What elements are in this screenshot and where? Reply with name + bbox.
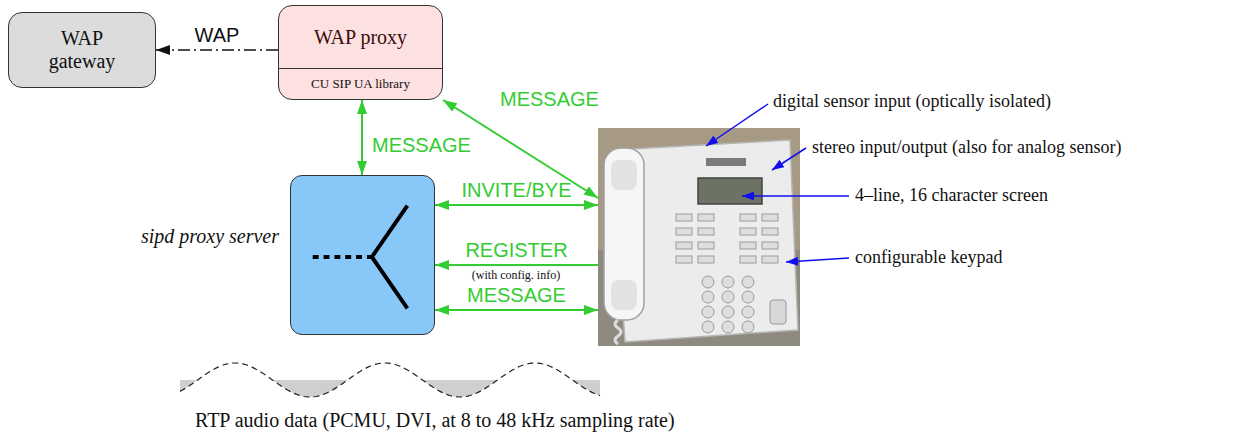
callout-text: stereo input/output (also for analog sen… [812, 137, 1121, 158]
proxy-server-box: sipd proxy server [290, 175, 435, 335]
callout-text: 4–line, 16 character screen [855, 185, 1048, 206]
callout-leaders [706, 104, 849, 262]
message-arrow [156, 49, 278, 50]
edge-label: INVITE/BYE [461, 179, 571, 202]
message-arrow [435, 264, 598, 266]
edge-label: MESSAGE [467, 284, 566, 307]
edge-label: WAP [195, 24, 240, 47]
edge-label: REGISTER [465, 239, 567, 262]
phone-picture [598, 128, 800, 346]
edge-label: MESSAGE [372, 134, 471, 157]
node-text: CU SIP UA library [311, 76, 410, 92]
register-note: (with config. info) [472, 268, 560, 283]
message-arrow [435, 204, 598, 206]
proxy-section: CU SIP UA library [279, 68, 442, 99]
phone-device [598, 128, 800, 346]
node-text: WAP gateway [32, 27, 132, 73]
proxy-section: WAP proxy [279, 6, 442, 68]
node-text: sipd proxy server [141, 225, 279, 248]
caption-note: RTP audio data (PCMU, DVI, at 8 to 48 kH… [195, 409, 675, 432]
proxy-symbol [291, 176, 434, 334]
message-arrow [361, 100, 363, 175]
audio-wave [180, 363, 600, 397]
message-arrow [435, 309, 598, 311]
edge-label: MESSAGE [500, 88, 599, 111]
node-text: WAP proxy [314, 26, 407, 49]
gateway-box: WAP gateway [8, 12, 156, 88]
proxy-box: WAP proxy CU SIP UA library [278, 5, 443, 100]
callout-text: configurable keypad [855, 247, 1002, 268]
callout-text: digital sensor input (optically isolated… [773, 91, 1051, 112]
